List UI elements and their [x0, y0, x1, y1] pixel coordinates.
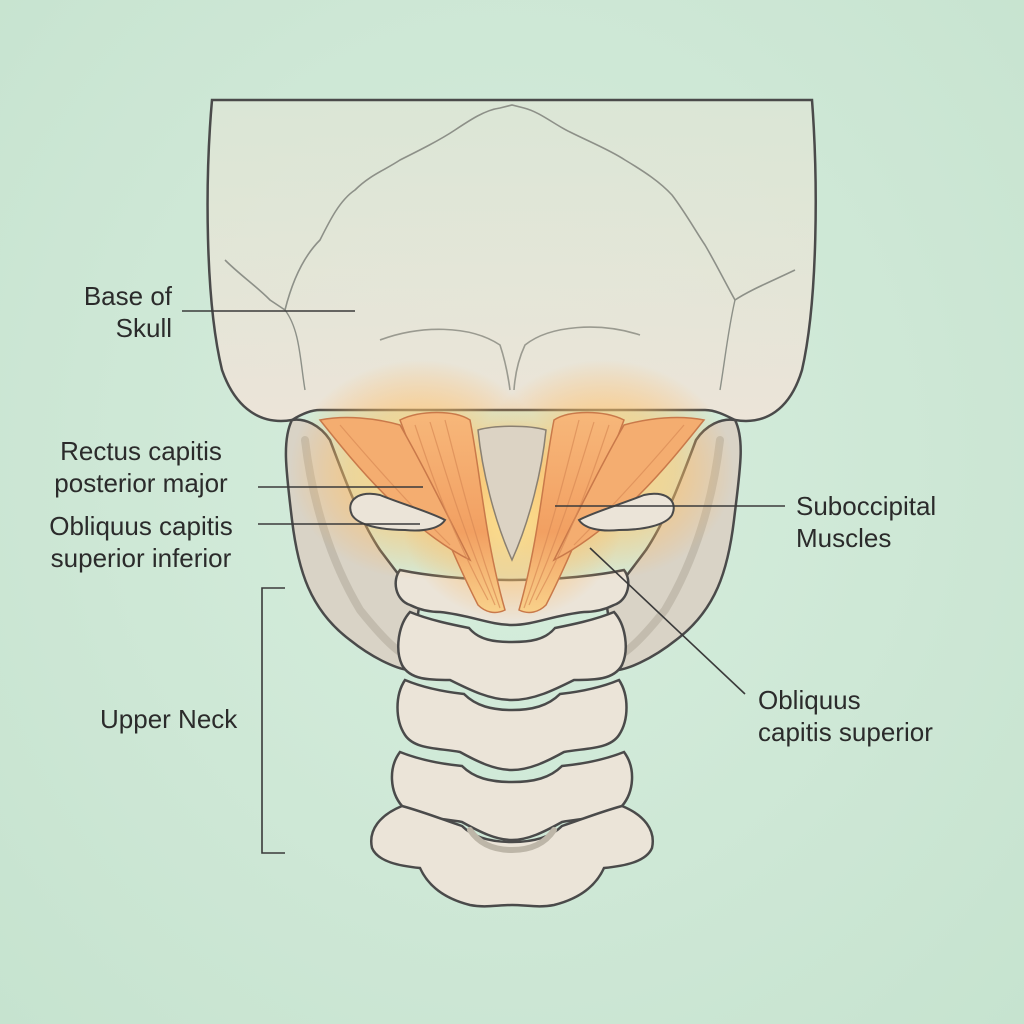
label-base-of-skull: Base of Skull	[40, 280, 172, 344]
suboccipital-muscles	[318, 411, 706, 614]
occipital-ridge-right	[719, 299, 736, 391]
vertebra-c5-shade	[467, 827, 557, 854]
label-line: Obliquus capitis	[49, 511, 233, 541]
label-line: superior inferior	[50, 543, 232, 573]
label-obliquus-capitis-superior-inferior: Obliquus capitis superior inferior	[30, 510, 252, 574]
skull-outline	[206, 98, 817, 423]
occipital-ridge	[284, 309, 306, 391]
nuchal-line-left	[379, 328, 511, 391]
label-upper-neck: Upper Neck	[100, 703, 237, 735]
label-line: posterior major	[54, 468, 228, 498]
label-line: Skull	[115, 313, 172, 343]
skull	[206, 98, 817, 423]
label-line: Muscles	[796, 523, 892, 553]
label-line: Suboccipital	[796, 491, 937, 521]
label-suboccipital-muscles: Suboccipital Muscles	[796, 490, 936, 554]
leader-obliquus-superior	[589, 547, 746, 695]
lambdoid-suture	[224, 104, 796, 312]
vertebra-c3	[396, 678, 628, 772]
rectus-minor	[477, 425, 547, 562]
label-obliquus-capitis-superior: Obliquus capitis superior	[758, 684, 933, 748]
label-line: Obliquus	[758, 685, 861, 715]
upper-neck-bracket	[261, 587, 285, 854]
label-line: capitis superior	[758, 717, 933, 747]
muscle-fibers	[339, 419, 685, 609]
vertebra-c5	[369, 804, 655, 908]
label-rectus-capitis-posterior-major: Rectus capitis posterior major	[30, 435, 252, 499]
label-line: Upper Neck	[100, 704, 238, 734]
leader-lines	[182, 310, 785, 854]
right-transverse-process	[577, 492, 675, 532]
label-line: Rectus capitis	[60, 436, 222, 466]
vertebra-c2	[397, 610, 627, 702]
label-line: Base of	[83, 281, 172, 311]
left-transverse-process	[349, 492, 447, 532]
nuchal-line-right	[513, 326, 641, 391]
cervical-spine	[369, 568, 655, 908]
